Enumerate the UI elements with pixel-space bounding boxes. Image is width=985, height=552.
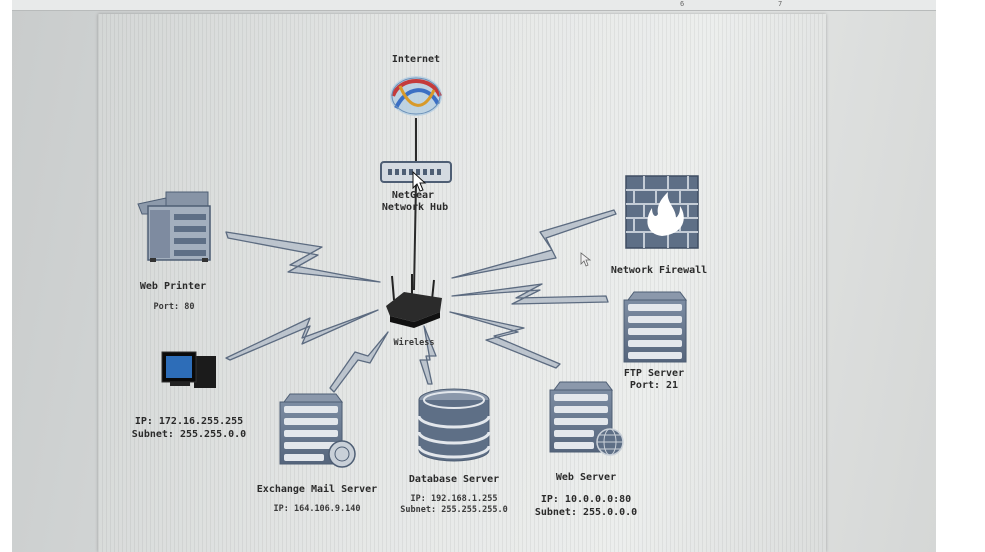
exchange-label: Exchange Mail Server: [256, 484, 378, 495]
pc-ip: IP: 172.16.255.255: [134, 416, 244, 427]
exchange-ip: IP: 164.106.9.140: [273, 504, 361, 514]
mouse-cursor-icon: [412, 170, 427, 192]
bolt-exchange: [329, 331, 389, 393]
printer-icon: [137, 191, 211, 262]
wire-hub-router: [413, 183, 417, 291]
ftp-label: FTP Server: [623, 368, 685, 379]
bolt-firewall: [451, 209, 617, 279]
database-ip: IP: 192.168.1.255: [410, 494, 498, 504]
web-label: Web Server: [555, 472, 617, 483]
internet-globe-icon: [390, 76, 442, 116]
ruler-mark: 6: [680, 0, 685, 8]
document-page: [98, 14, 826, 552]
database-icon: [417, 388, 491, 462]
firewall-label: Network Firewall: [610, 265, 708, 276]
computer-icon: [161, 351, 216, 388]
ruler: 6 7: [12, 0, 936, 11]
bolt-ftp: [451, 283, 609, 305]
bolt-printer: [225, 231, 381, 283]
server-icon-exchange: [279, 393, 356, 468]
server-icon-web: [549, 381, 624, 456]
server-icon-ftp: [623, 291, 687, 363]
globe-icon: [596, 428, 624, 456]
ftp-port: Port: 21: [629, 380, 679, 391]
hub-label-line1: NetGear: [391, 190, 435, 201]
mouse-cursor-icon: [580, 252, 592, 267]
database-subnet: Subnet: 255.255.255.0: [400, 505, 508, 515]
web-subnet: Subnet: 255.0.0.0: [534, 507, 638, 518]
hub-label-line2: Network Hub: [381, 202, 449, 213]
internet-label: Internet: [391, 54, 441, 65]
firewall-icon: [625, 175, 699, 249]
bolt-pc: [225, 309, 379, 361]
router-icon: [386, 274, 442, 328]
ruler-mark: 7: [778, 0, 783, 8]
wireless-label: Wireless: [393, 338, 435, 348]
pc-subnet: Subnet: 255.255.0.0: [131, 429, 247, 440]
bolt-database: [419, 325, 437, 385]
printer-port: Port: 80: [153, 302, 195, 312]
bolt-web: [449, 311, 561, 369]
web-ip: IP: 10.0.0.0:80: [540, 494, 632, 505]
database-label: Database Server: [408, 474, 500, 485]
printer-label: Web Printer: [139, 281, 207, 292]
